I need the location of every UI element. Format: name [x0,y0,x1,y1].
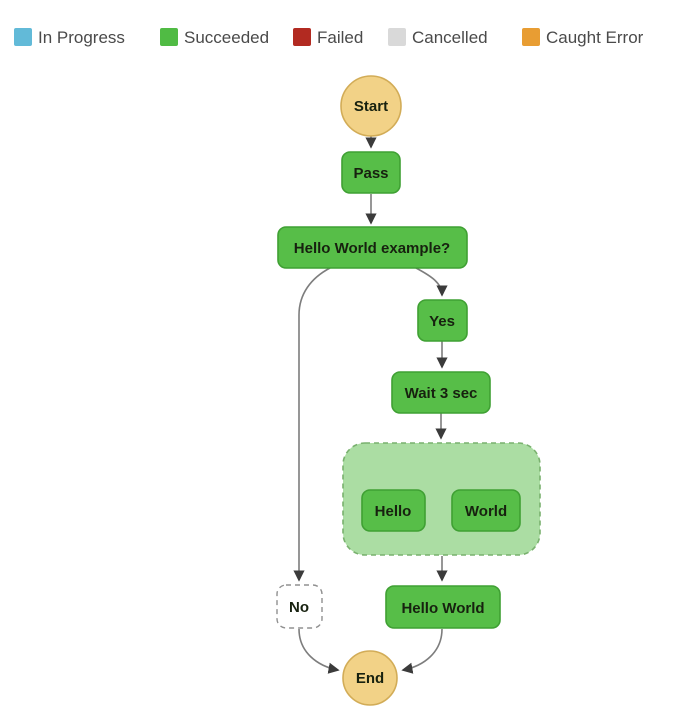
node-hello[interactable]: Hello [361,489,426,532]
wait-box [391,371,491,414]
legend-label: Caught Error [546,28,644,47]
node-pass[interactable]: Pass [341,151,401,194]
node-label: End [356,670,384,687]
hello-box [361,489,426,532]
failed-swatch-icon [293,28,311,46]
node-label: Yes [429,313,455,330]
legend-item-cancelled: Cancelled [388,28,488,47]
node-label: World [465,503,507,520]
legend-label: Succeeded [184,28,269,47]
node-label: No [289,599,309,616]
node-label: Start [354,98,388,115]
node-wait-3-sec[interactable]: Wait 3 sec [391,371,491,414]
legend-item-succeeded: Succeeded [160,28,269,47]
legend-item-failed: Failed [293,28,363,47]
pass-box [341,151,401,194]
node-end[interactable]: End [342,650,398,706]
legend-item-caught-error: Caught Error [522,28,644,47]
node-hello-world[interactable]: Hello World [385,585,501,629]
node-label: Hello [375,503,412,520]
edge-choice-to-no [293,267,331,582]
edge-no-to-end [298,628,340,674]
caught-error-swatch-icon [522,28,540,46]
node-start[interactable]: Start [340,75,402,137]
hello-world-box [385,585,501,629]
cancelled-swatch-icon [388,28,406,46]
status-legend: In Progress Succeeded Failed Cancelled C… [14,28,644,47]
node-choice-hello-world-example[interactable]: Hello World example? [277,226,468,269]
edge-helloworld-to-end [401,628,443,674]
legend-item-in-progress: In Progress [14,28,125,47]
legend-label: Failed [317,28,363,47]
node-label: Pass [353,165,388,182]
node-label: Wait 3 sec [405,385,478,402]
yes-box [417,299,468,342]
end-circle [342,650,398,706]
node-no[interactable]: No [276,584,323,629]
node-label: Hello World example? [294,240,450,257]
choice-box [277,226,468,269]
succeeded-swatch-icon [160,28,178,46]
in-progress-swatch-icon [14,28,32,46]
world-box [451,489,521,532]
legend-label: Cancelled [412,28,488,47]
node-yes[interactable]: Yes [417,299,468,342]
legend-label: In Progress [38,28,125,47]
node-label: Hello World [401,600,484,617]
no-box [276,584,323,629]
edge-choice-to-yes [415,267,448,297]
node-world[interactable]: World [451,489,521,532]
start-circle [340,75,402,137]
